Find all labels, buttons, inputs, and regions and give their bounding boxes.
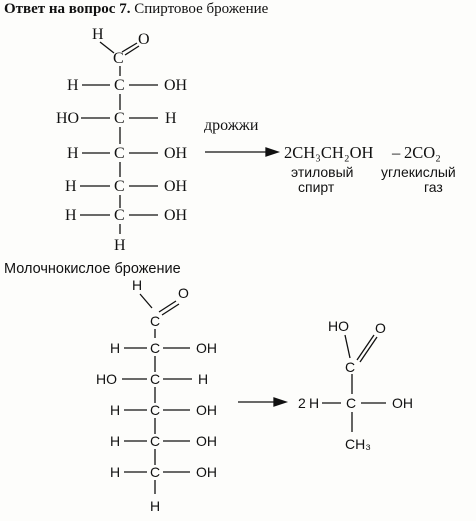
atom-h: H — [65, 207, 77, 224]
group-oh: OH — [196, 340, 217, 356]
carboxyl-ho: HO — [328, 318, 349, 334]
atom-h: H — [110, 402, 120, 418]
atom-c-alpha: C — [346, 395, 356, 411]
product-lactic-acid: 2 H C OH C HO O CH₃ — [298, 318, 413, 452]
group-oh: OH — [164, 207, 188, 224]
group-oh: OH — [196, 402, 217, 418]
atom-h: H — [309, 395, 319, 411]
atom-h: H — [198, 371, 208, 387]
group-oh: OH — [164, 77, 188, 94]
page-title: Ответ на вопрос 7. Спиртовое брожение — [4, 1, 269, 17]
atom-h-aldehyde: H — [92, 26, 104, 43]
product-ethanol-formula: 2CH₃CH₂OH — [284, 143, 374, 162]
atom-c1: C — [150, 313, 160, 329]
atom-c4: C — [150, 402, 160, 418]
atom-h-terminal: H — [150, 498, 160, 514]
product-co2-formula: 2CO₂ — [404, 143, 441, 162]
atom-c5: C — [150, 433, 160, 449]
atom-c2: C — [114, 77, 125, 94]
reagent-label: дрожжи — [204, 117, 259, 134]
ethanol-name-line2: спирт — [298, 179, 335, 195]
atom-h: H — [67, 145, 79, 162]
atom-h: H — [165, 110, 177, 127]
coefficient: 2 — [298, 395, 306, 411]
atom-h: H — [67, 77, 79, 94]
atom-o-aldehyde: O — [138, 31, 150, 48]
atom-c3: C — [114, 110, 125, 127]
atom-c-carboxyl: C — [345, 359, 355, 375]
atom-o-aldehyde: O — [178, 285, 189, 301]
atom-h: H — [110, 340, 120, 356]
group-ho: HO — [56, 110, 79, 127]
atom-h-terminal: H — [114, 237, 126, 254]
section-title-lactic: Молочнокислое брожение — [4, 261, 181, 277]
ethanol-name-line1: этиловый — [291, 164, 354, 180]
product-separator: – — [391, 143, 401, 162]
atom-c6: C — [150, 464, 160, 480]
atom-c6: C — [114, 207, 125, 224]
group-oh: OH — [164, 178, 188, 195]
group-oh: OH — [196, 464, 217, 480]
atom-h: H — [65, 178, 77, 195]
atom-c5: C — [114, 178, 125, 195]
co2-name-line1: углекислый — [381, 164, 456, 180]
atom-h: H — [110, 433, 120, 449]
atom-h-aldehyde: H — [132, 277, 142, 293]
group-oh: OH — [196, 433, 217, 449]
group-oh: OH — [164, 145, 188, 162]
reaction-arrow-2 — [238, 397, 289, 407]
group-ho: HO — [96, 371, 117, 387]
products-1: 2CH₃CH₂OH – 2CO₂ этиловый спирт углекисл… — [284, 143, 456, 195]
glucose-structure-2: H C O H C OH HO C H H C OH H C OH — [96, 277, 217, 514]
atom-c1: C — [113, 50, 124, 67]
atom-c3: C — [150, 371, 160, 387]
group-ch3: CH₃ — [345, 436, 371, 452]
atom-h: H — [110, 464, 120, 480]
atom-o-carbonyl: O — [375, 320, 386, 336]
atom-c4: C — [114, 145, 125, 162]
reaction-arrow-1: дрожжи — [204, 117, 281, 157]
co2-name-line2: газ — [424, 179, 443, 195]
group-oh: OH — [392, 395, 413, 411]
glucose-structure-1: H C O H C OH HO C H H C OH H C OH — [56, 26, 188, 254]
atom-c2: C — [150, 340, 160, 356]
